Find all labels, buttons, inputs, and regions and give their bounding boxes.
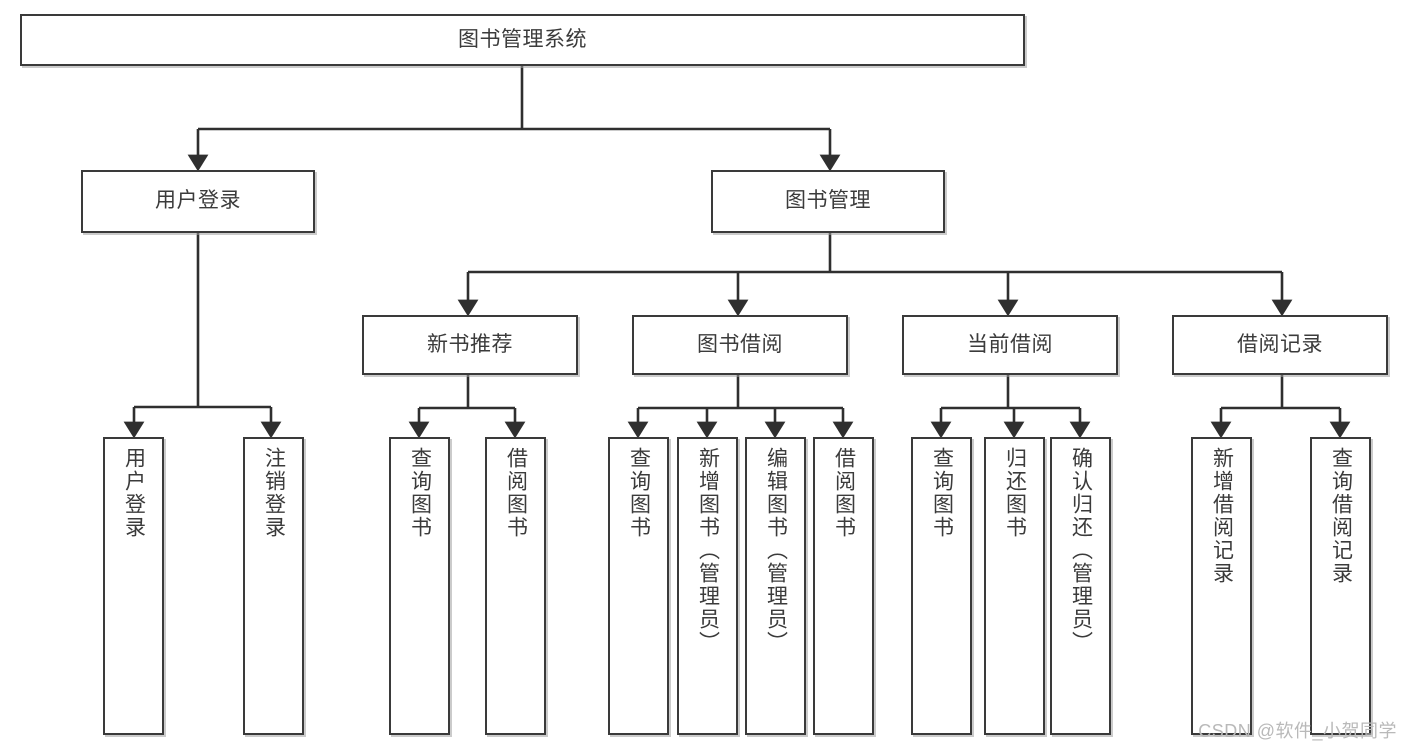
leaf-edit-book-admin-label: 编辑图书（管理员） [764, 447, 788, 654]
leaf-borrow-book[interactable]: 借阅图书 [813, 437, 874, 735]
node-new-book-recommend[interactable]: 新书推荐 [362, 315, 578, 375]
leaf-user-login-label: 用户登录 [122, 447, 146, 539]
leaf-add-borrow-record-label: 新增借阅记录 [1210, 447, 1234, 585]
leaf-add-book-admin[interactable]: 新增图书（管理员） [677, 437, 738, 735]
leaf-borrow-book-recommend[interactable]: 借阅图书 [485, 437, 546, 735]
node-book-borrow-label: 图书借阅 [697, 332, 783, 356]
leaf-add-book-admin-label: 新增图书（管理员） [696, 447, 720, 654]
leaf-return-book-label: 归还图书 [1003, 447, 1027, 539]
leaf-query-book-recommend[interactable]: 查询图书 [389, 437, 450, 735]
leaf-query-borrow-record[interactable]: 查询借阅记录 [1310, 437, 1371, 735]
leaf-query-borrow-record-label: 查询借阅记录 [1329, 447, 1353, 585]
leaf-add-borrow-record[interactable]: 新增借阅记录 [1191, 437, 1252, 735]
node-user-login[interactable]: 用户登录 [81, 170, 315, 233]
leaf-query-book-current[interactable]: 查询图书 [911, 437, 972, 735]
node-book-management[interactable]: 图书管理 [711, 170, 945, 233]
leaf-query-book-current-label: 查询图书 [930, 447, 954, 539]
node-new-book-recommend-label: 新书推荐 [427, 332, 513, 356]
node-book-borrow[interactable]: 图书借阅 [632, 315, 848, 375]
leaf-confirm-return-admin[interactable]: 确认归还（管理员） [1050, 437, 1111, 735]
node-root[interactable]: 图书管理系统 [20, 14, 1025, 66]
node-root-label: 图书管理系统 [458, 27, 587, 51]
leaf-edit-book-admin[interactable]: 编辑图书（管理员） [745, 437, 806, 735]
node-borrow-record[interactable]: 借阅记录 [1172, 315, 1388, 375]
node-borrow-record-label: 借阅记录 [1237, 332, 1323, 356]
node-current-borrow[interactable]: 当前借阅 [902, 315, 1118, 375]
leaf-borrow-book-label: 借阅图书 [832, 447, 856, 539]
leaf-user-login[interactable]: 用户登录 [103, 437, 164, 735]
node-book-management-label: 图书管理 [785, 189, 871, 213]
leaf-return-book[interactable]: 归还图书 [984, 437, 1045, 735]
watermark: CSDN @软件_小贺同学 [1198, 721, 1397, 741]
leaf-query-book-borrow[interactable]: 查询图书 [608, 437, 669, 735]
leaf-logout[interactable]: 注销登录 [243, 437, 304, 735]
leaf-query-book-recommend-label: 查询图书 [408, 447, 432, 539]
leaf-logout-label: 注销登录 [262, 447, 286, 539]
leaf-query-book-borrow-label: 查询图书 [627, 447, 651, 539]
node-current-borrow-label: 当前借阅 [967, 332, 1053, 356]
leaf-borrow-book-recommend-label: 借阅图书 [504, 447, 528, 539]
leaf-confirm-return-admin-label: 确认归还（管理员） [1069, 447, 1093, 654]
node-user-login-label: 用户登录 [155, 189, 241, 213]
